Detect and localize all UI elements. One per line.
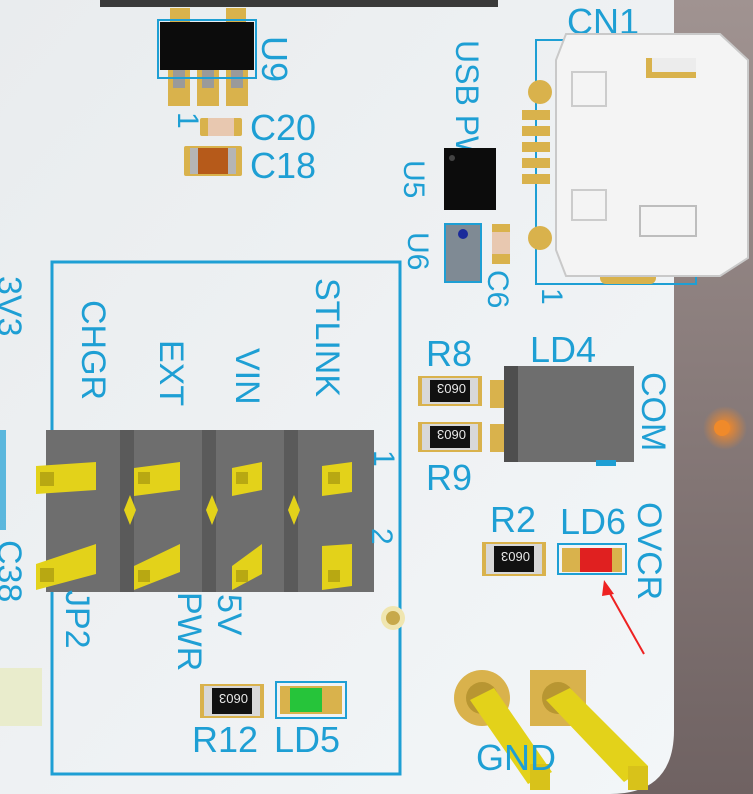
gnd-label: GND xyxy=(476,737,556,778)
orange-light-core xyxy=(714,420,730,436)
r8-code: 0603 xyxy=(437,381,466,396)
jp-stlink-label: STLINK xyxy=(308,278,346,397)
r9-label: R9 xyxy=(426,457,472,498)
ld6-label: LD6 xyxy=(560,501,626,542)
u9-label: U9 xyxy=(254,36,295,82)
u6-chip xyxy=(444,223,482,283)
top-connector-edge xyxy=(100,0,498,7)
c38-label: C38 xyxy=(0,540,28,602)
u6-label: U6 xyxy=(401,232,434,270)
via xyxy=(386,611,400,625)
cn1-usb-connector xyxy=(522,33,749,285)
pin2-label: 2 xyxy=(365,528,398,545)
r2-resistor: 0603 xyxy=(482,542,546,576)
ld4-label: LD4 xyxy=(530,329,596,370)
c18-capacitor xyxy=(184,146,242,176)
cn1-pin1-label: 1 xyxy=(535,288,568,305)
pin1-label: 1 xyxy=(367,450,400,467)
r8-resistor: 0603 xyxy=(418,376,482,406)
pwr-label: PWR xyxy=(170,592,208,671)
pcb-surface xyxy=(0,0,674,794)
red-arrow xyxy=(602,580,645,655)
jp-chgr-label: CHGR xyxy=(74,300,112,400)
jp-ext-label: EXT xyxy=(152,340,190,406)
com-label: COM xyxy=(634,372,672,451)
jp2-pin-header xyxy=(36,430,374,592)
ld4-led xyxy=(490,366,634,466)
u9-pin1-label: 1 xyxy=(171,112,204,129)
ovcr-label: OVCR xyxy=(630,502,668,600)
c20-label: C20 xyxy=(250,107,316,148)
c6-capacitor xyxy=(492,224,510,264)
c18-label: C18 xyxy=(250,145,316,186)
r2-code: 0603 xyxy=(501,549,530,564)
gnd-pins xyxy=(454,670,648,790)
r12-resistor: 0603 xyxy=(200,684,264,718)
r2-label: R2 xyxy=(490,499,536,540)
3v3-label: 3V3 xyxy=(0,276,28,337)
left-pad xyxy=(0,668,42,726)
ld5-led xyxy=(275,681,347,719)
u5-label: U5 xyxy=(397,160,430,198)
r8-label: R8 xyxy=(426,333,472,374)
c20-capacitor xyxy=(200,118,242,136)
jp-vin-label: VIN xyxy=(228,348,266,405)
r9-code: 0603 xyxy=(437,427,466,442)
u5-chip xyxy=(444,148,496,210)
ld6-led xyxy=(557,543,627,575)
r12-label: R12 xyxy=(192,719,258,760)
c6-label: C6 xyxy=(481,270,514,308)
left-edge-silk xyxy=(0,430,6,530)
r12-code: 0603 xyxy=(219,691,248,706)
u9-chip xyxy=(157,8,257,106)
r9-resistor: 0603 xyxy=(418,422,482,452)
jp2-label: JP2 xyxy=(58,590,96,649)
5v-label: 5V xyxy=(210,594,248,636)
ld5-label: LD5 xyxy=(274,719,340,760)
